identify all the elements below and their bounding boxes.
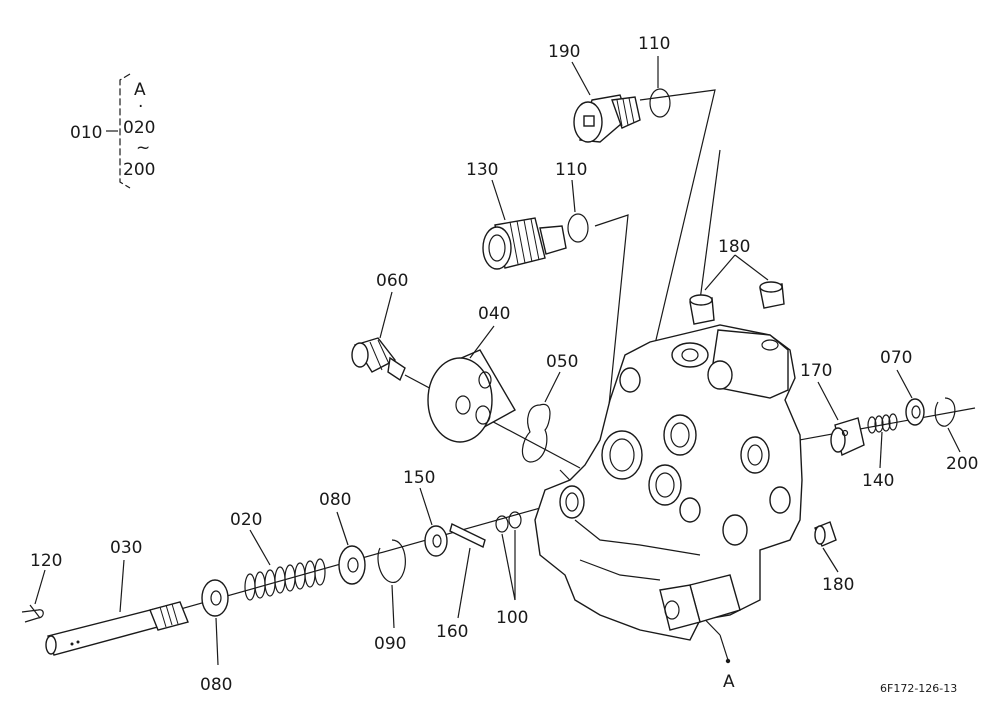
label-180-right: 180 — [822, 575, 854, 595]
center-lines — [69, 89, 976, 641]
part-080-washer-right — [338, 545, 366, 585]
part-110-oring-mid — [567, 213, 589, 243]
legend-top: A — [134, 80, 146, 100]
label-030: 030 — [110, 538, 142, 558]
label-080-lower: 080 — [200, 675, 232, 695]
part-090-snap-ring — [377, 539, 406, 583]
legend-dot: · — [138, 97, 143, 117]
part-170-valve — [830, 417, 865, 456]
label-110-top: 110 — [638, 34, 670, 54]
part-040-flange — [427, 349, 516, 443]
label-160: 160 — [436, 622, 468, 642]
label-120: 120 — [30, 551, 62, 571]
label-110-mid: 110 — [555, 160, 587, 180]
label-050: 050 — [546, 352, 578, 372]
figure-id: 6F172-126-13 — [880, 682, 957, 695]
label-a-marker: A — [723, 672, 735, 692]
part-070-washer — [905, 398, 925, 426]
label-070: 070 — [880, 348, 912, 368]
label-100: 100 — [496, 608, 528, 628]
part-200-snap-ring — [934, 397, 956, 427]
legend-group-number: 010 — [70, 123, 102, 143]
part-140-spring — [867, 413, 898, 434]
assembly-legend: 010 A · 020 ~ 200 — [70, 73, 155, 189]
part-060-screw — [351, 337, 406, 382]
part-110-oring-top — [649, 88, 671, 118]
label-180-top: 180 — [718, 237, 750, 257]
label-060: 060 — [376, 271, 408, 291]
part-180-screw-right — [814, 521, 837, 547]
part-150-washer — [424, 525, 448, 557]
part-030-shaft — [45, 601, 189, 656]
label-140: 140 — [862, 471, 894, 491]
part-080-washer-left — [201, 579, 229, 617]
legend-end: 200 — [123, 160, 155, 180]
label-020: 020 — [230, 510, 262, 530]
label-leaders — [34, 56, 961, 666]
legend-tilde: ~ — [136, 138, 150, 158]
part-020-spring — [244, 558, 326, 601]
part-labels: 190 110 130 110 180 060 040 050 170 070 … — [30, 34, 978, 695]
part-130-plug — [482, 217, 567, 270]
label-040: 040 — [478, 304, 510, 324]
label-200-right: 200 — [946, 454, 978, 474]
label-130: 130 — [466, 160, 498, 180]
legend-start: 020 — [123, 118, 155, 138]
label-190: 190 — [548, 42, 580, 62]
pump-main-body — [534, 324, 803, 641]
part-050-gasket — [521, 403, 551, 463]
part-190-plug — [573, 94, 641, 143]
part-100-orings — [495, 511, 522, 533]
label-150: 150 — [403, 468, 435, 488]
part-180-screws-top — [689, 254, 785, 325]
label-170: 170 — [800, 361, 832, 381]
label-080-upper: 080 — [319, 490, 351, 510]
part-160-pin — [449, 523, 486, 548]
label-090: 090 — [374, 634, 406, 654]
part-120-pin — [21, 604, 44, 623]
